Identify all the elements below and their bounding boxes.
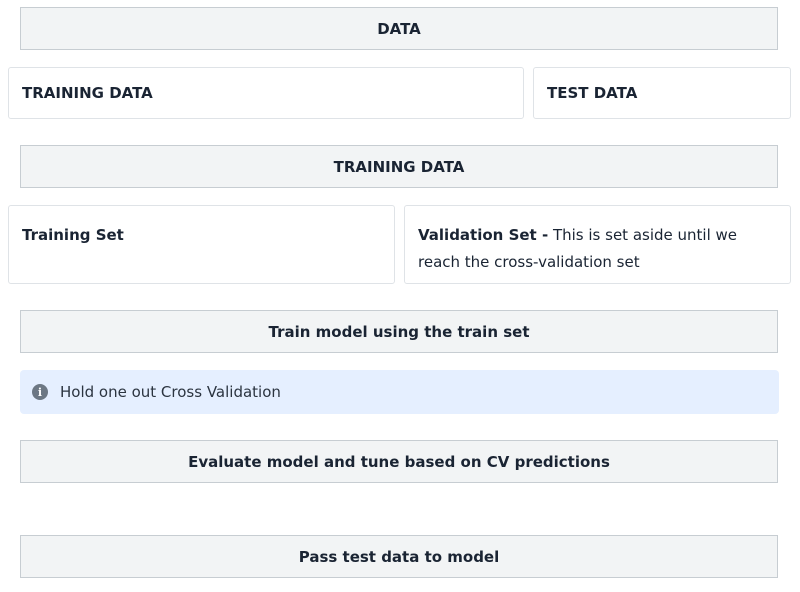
training-data-bar-label: TRAINING DATA <box>333 157 465 176</box>
training-set-card: Training Set <box>8 205 395 284</box>
training-data-card: TRAINING DATA <box>8 67 524 119</box>
validation-set-description: This is set aside until we reach the cro… <box>418 226 738 271</box>
pass-test-data-label: Pass test data to model <box>298 547 500 566</box>
validation-set-title: Validation Set - <box>418 226 549 244</box>
evaluate-model-step: Evaluate model and tune based on CV pred… <box>20 440 778 483</box>
info-icon: i <box>32 384 48 400</box>
data-bar-label: DATA <box>377 19 421 38</box>
data-bar: DATA <box>20 7 778 50</box>
train-model-step: Train model using the train set <box>20 310 778 353</box>
train-model-label: Train model using the train set <box>268 322 530 341</box>
training-data-label: TRAINING DATA <box>22 84 153 102</box>
validation-set-card: Validation Set - This is set aside until… <box>404 205 791 284</box>
training-data-bar: TRAINING DATA <box>20 145 778 188</box>
evaluate-model-label: Evaluate model and tune based on CV pred… <box>188 452 610 471</box>
info-callout: i Hold one out Cross Validation <box>20 370 779 414</box>
pass-test-data-step: Pass test data to model <box>20 535 778 578</box>
training-set-label: Training Set <box>22 226 124 244</box>
info-callout-text: Hold one out Cross Validation <box>60 383 281 401</box>
test-data-card: TEST DATA <box>533 67 791 119</box>
test-data-label: TEST DATA <box>547 84 638 102</box>
